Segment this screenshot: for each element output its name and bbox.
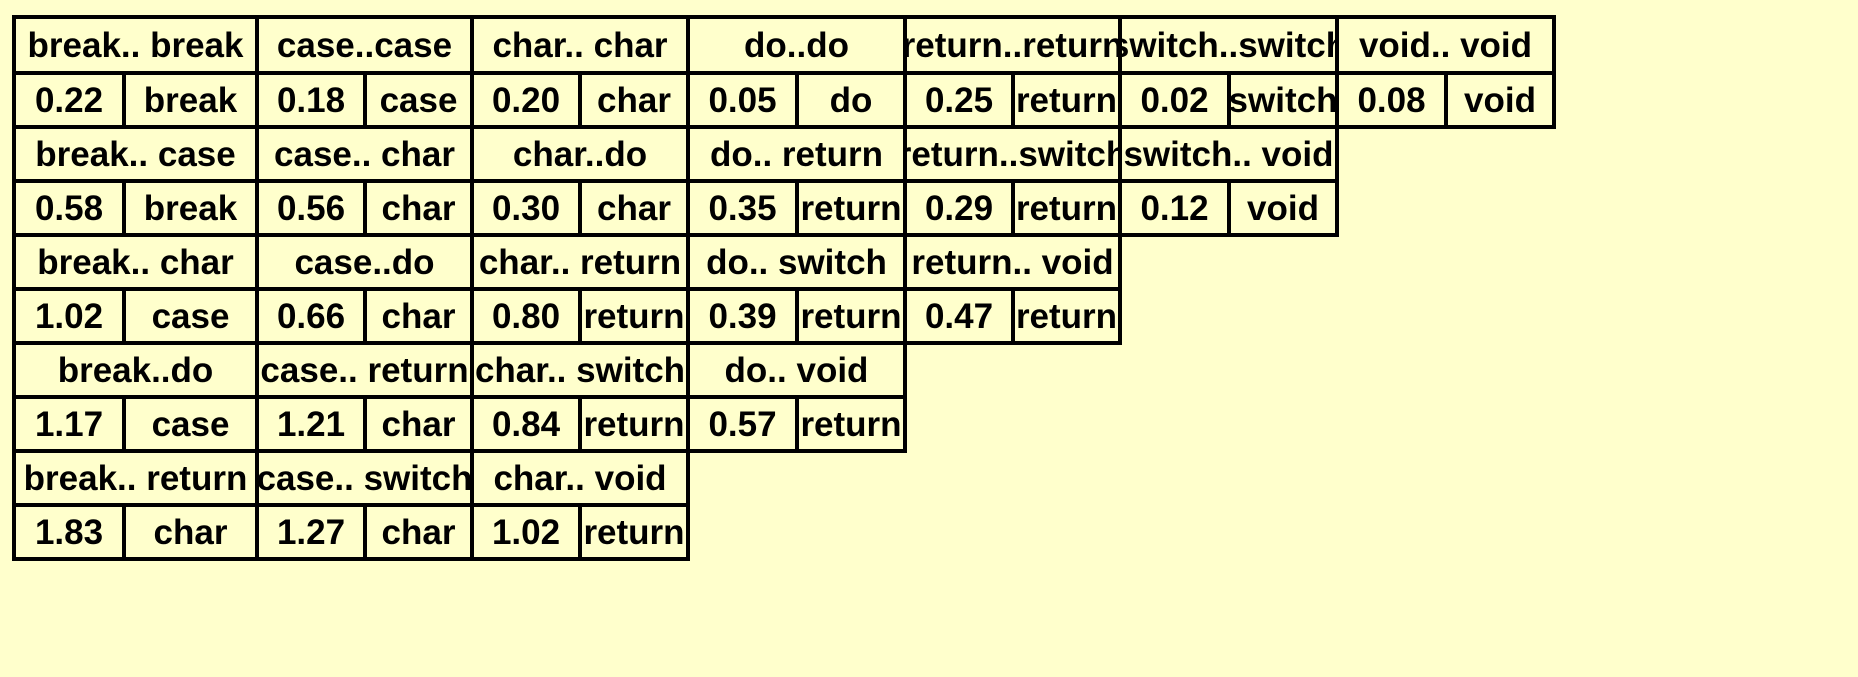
pair-label: char..do (470, 125, 690, 183)
pair-word: void (1227, 179, 1339, 237)
pair-word: return (1011, 179, 1122, 237)
pair-word: return (578, 395, 690, 453)
pair-label: char.. char (470, 15, 690, 75)
pair-word: switch (1227, 71, 1339, 129)
pair-value: 0.84 (470, 395, 582, 453)
pair-label: do.. return (686, 125, 907, 183)
pair-value: 0.20 (470, 71, 582, 129)
pair-value: 0.29 (903, 179, 1015, 237)
pair-word: char (363, 395, 474, 453)
pair-word: do (795, 71, 907, 129)
pair-value: 0.18 (255, 71, 367, 129)
pair-word: return (1011, 71, 1122, 129)
pair-word: case (363, 71, 474, 129)
pair-value: 0.47 (903, 287, 1015, 345)
pair-label: case..case (255, 15, 474, 75)
pair-label: do.. void (686, 341, 907, 399)
pair-label: do.. switch (686, 233, 907, 291)
pair-word: return (795, 287, 907, 345)
pair-word: break (122, 71, 259, 129)
pair-word: return (795, 179, 907, 237)
pair-label: break.. char (12, 233, 259, 291)
pair-value: 0.12 (1118, 179, 1231, 237)
pair-label: switch.. void (1118, 125, 1339, 183)
pair-word: void (1444, 71, 1556, 129)
pair-label: char.. switch (470, 341, 690, 399)
pair-label: char.. return (470, 233, 690, 291)
pair-value: 0.35 (686, 179, 799, 237)
pair-label: case.. char (255, 125, 474, 183)
pair-word: case (122, 395, 259, 453)
pair-value: 1.02 (12, 287, 126, 345)
pair-word: char (363, 503, 474, 561)
pair-value: 0.08 (1335, 71, 1448, 129)
pair-value: 1.21 (255, 395, 367, 453)
pair-value: 1.83 (12, 503, 126, 561)
pair-word: case (122, 287, 259, 345)
pair-word: char (122, 503, 259, 561)
pair-value: 0.05 (686, 71, 799, 129)
pair-word: char (363, 287, 474, 345)
pair-value: 0.02 (1118, 71, 1231, 129)
pair-label: return..switch (903, 125, 1122, 183)
pair-value: 0.80 (470, 287, 582, 345)
pair-label: break.. case (12, 125, 259, 183)
pair-label: break.. return (12, 449, 259, 507)
pair-label: return.. void (903, 233, 1122, 291)
pair-value: 1.27 (255, 503, 367, 561)
pair-word: break (122, 179, 259, 237)
pair-value: 0.57 (686, 395, 799, 453)
pair-label: return..return (903, 15, 1122, 75)
pair-word: return (1011, 287, 1122, 345)
pair-label: case.. switch (255, 449, 474, 507)
pair-value: 0.30 (470, 179, 582, 237)
pair-label: char.. void (470, 449, 690, 507)
pair-value: 0.25 (903, 71, 1015, 129)
pair-label: switch..switch (1118, 15, 1339, 75)
pair-word: char (363, 179, 474, 237)
pair-label: break..do (12, 341, 259, 399)
pair-value: 1.02 (470, 503, 582, 561)
pair-value: 0.56 (255, 179, 367, 237)
pair-value: 0.39 (686, 287, 799, 345)
pair-label: break.. break (12, 15, 259, 75)
pair-label: do..do (686, 15, 907, 75)
pair-label: case.. return (255, 341, 474, 399)
pair-word: return (578, 503, 690, 561)
pair-value: 0.22 (12, 71, 126, 129)
pair-word: return (795, 395, 907, 453)
pair-value: 0.66 (255, 287, 367, 345)
pair-value: 0.58 (12, 179, 126, 237)
pair-label: case..do (255, 233, 474, 291)
pair-word: char (578, 71, 690, 129)
pair-word: char (578, 179, 690, 237)
pair-value: 1.17 (12, 395, 126, 453)
pair-label: void.. void (1335, 15, 1556, 75)
pair-word: return (578, 287, 690, 345)
